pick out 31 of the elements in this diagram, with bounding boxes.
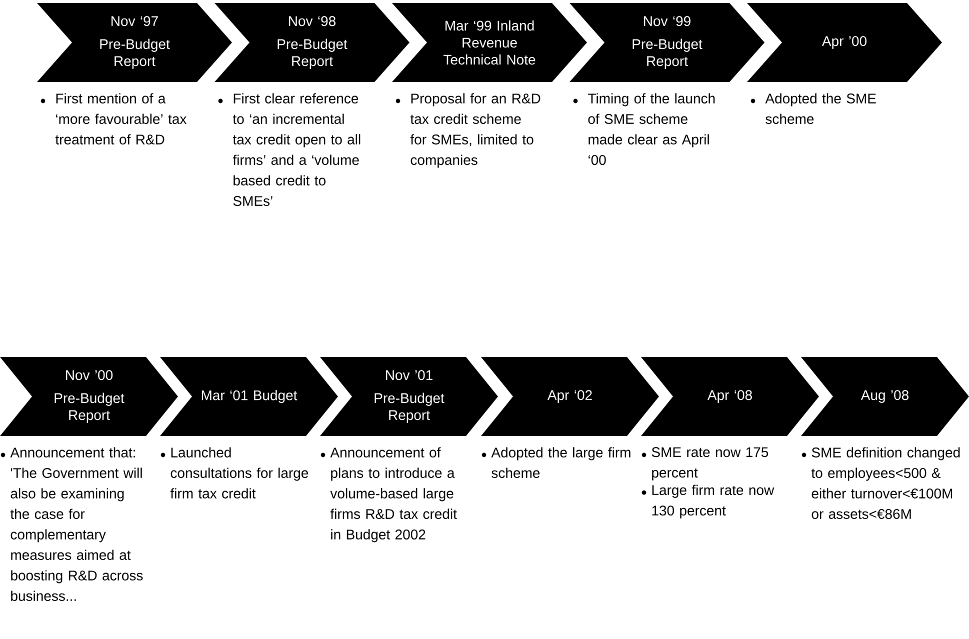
step-banner: Aug ’08 (801, 357, 969, 436)
node-label: Nov ’01 (386, 370, 432, 380)
step-banner: Mar ‘01 Budget (160, 357, 338, 436)
bullet-text: SME rate now 175 percent (652, 447, 768, 480)
step-banner: Nov ’00 Pre-Budget Report (0, 357, 178, 436)
bullet-text: Adopted the large firm scheme (491, 447, 630, 478)
step-banner: Apr ‘02 (481, 357, 659, 436)
step-banner: Nov ‘99 Pre-Budget Report (570, 3, 764, 82)
bullet-text: First mention of a ‘more favourable’ tax treatment of R&D (55, 93, 187, 144)
node-label: Nov ’00 (66, 370, 113, 380)
node-label: Pre-Budget Report (374, 392, 444, 423)
node-label: Mar ‘01 Budget (202, 390, 298, 404)
bullet-text: Proposal for an R&D tax credit scheme for SMEs, limited to companies (410, 93, 540, 168)
bullet-text: Large firm rate now 130 percent (652, 484, 774, 518)
bullet-text: Announcement that: 'The Government will also be examining the case for complementary measures aimed at boosting R&D across business... (10, 447, 143, 601)
step-banner: Apr ’00 (747, 3, 942, 82)
step-banner: Mar ‘99 Inland Revenue Technical Note (392, 3, 587, 82)
bullet-text: Adopted the SME scheme (765, 93, 876, 124)
bullet-text: Timing of the launch of SME scheme made clear as April ‘00 (588, 93, 715, 165)
step-banner: Apr ‘08 (641, 357, 819, 436)
node-label: Apr ‘08 (707, 390, 752, 403)
node-label: Pre-Budget Report (54, 392, 124, 423)
step-banner: Nov ‘98 Pre-Budget Report (214, 3, 410, 82)
step-banner: Nov ’01 Pre-Budget Report (320, 357, 498, 436)
node-label: Apr ‘02 (547, 390, 592, 403)
bullet-text: Announcement of plans to introduce a volume-based large firms R&D tax credit in Budget 2002 (330, 447, 457, 542)
bullet-text: First clear reference to ‘an incremental tax credit open to all firms’ and a ‘volume based credit to SMEs’ (232, 93, 360, 206)
bullet-text: SME definition changed to employees<500 & either turnover<€100M or assets<€86M (811, 447, 960, 519)
node-label: Aug ’08 (860, 390, 909, 403)
bullet-text: Launched consultations for large firm tax credit (170, 447, 308, 498)
step-banner: Nov ‘97 Pre-Budget Report (37, 3, 232, 82)
